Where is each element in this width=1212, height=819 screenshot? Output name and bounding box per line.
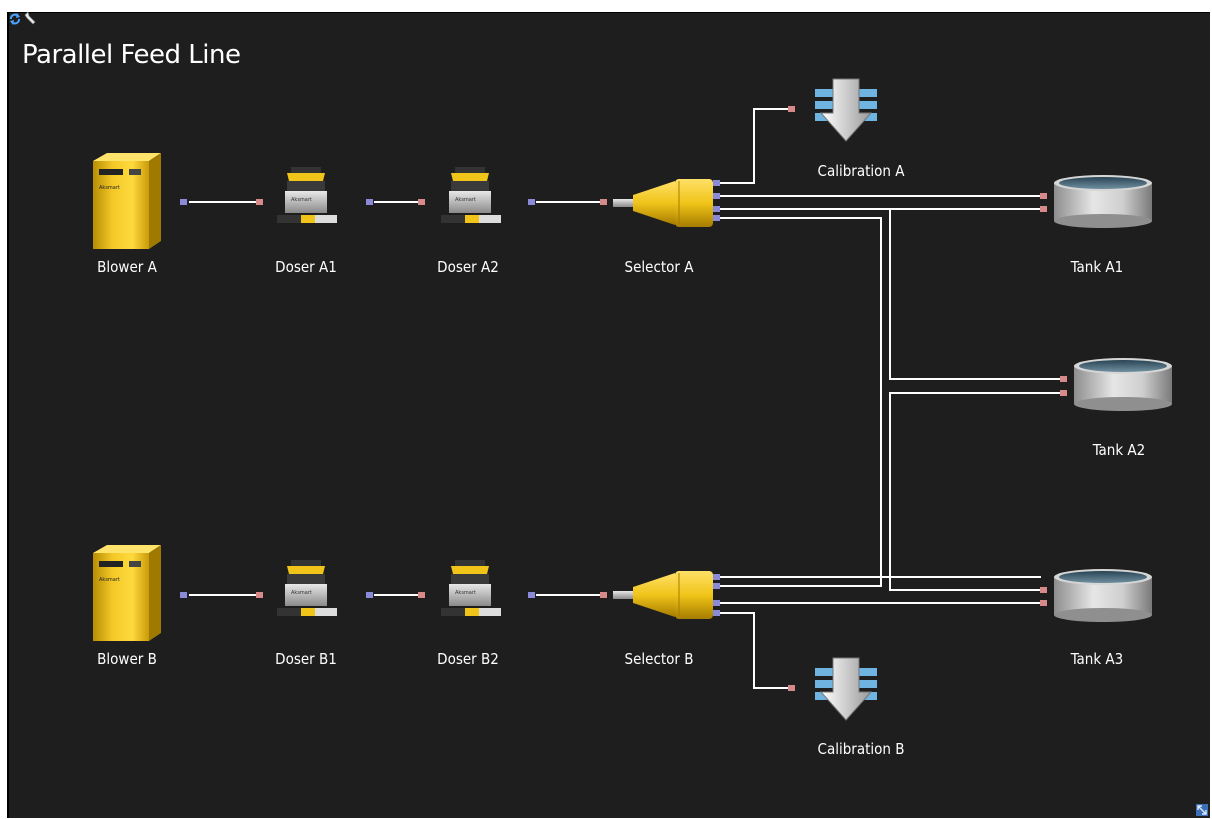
svg-text:Aksmart: Aksmart (291, 197, 312, 203)
port-out[interactable] (528, 592, 535, 598)
label-blower-b: Blower B (97, 650, 157, 668)
port-in[interactable] (1040, 600, 1047, 606)
port-in[interactable] (1060, 376, 1067, 382)
pipe-selector-a-tank-a3 (720, 217, 882, 587)
port-out[interactable] (180, 199, 187, 205)
label-calibration-a: Calibration A (817, 162, 905, 180)
port-out[interactable] (366, 199, 373, 205)
tank-a2[interactable] (1074, 358, 1172, 411)
pipe-selector-b-calibration-b (720, 612, 789, 689)
svg-text:Aksmart: Aksmart (455, 590, 476, 596)
blower-brand: Aksmart (99, 577, 120, 583)
ports (180, 106, 1067, 691)
blower-b[interactable]: Aksmart (93, 545, 161, 641)
doser-a2[interactable]: Aksmart (441, 167, 501, 223)
pipes (189, 108, 1061, 689)
svg-text:Aksmart: Aksmart (455, 197, 476, 203)
diagram-canvas: Aksmart Aksmart Aksmart Aksmart (7, 12, 1210, 818)
port-out[interactable] (366, 592, 373, 598)
port-out[interactable] (713, 600, 720, 606)
label-doser-b1: Doser B1 (275, 650, 337, 668)
label-selector-b: Selector B (624, 650, 694, 668)
label-tank-a2: Tank A2 (1092, 441, 1146, 459)
port-in[interactable] (600, 592, 607, 598)
port-in[interactable] (1040, 587, 1047, 593)
port-out[interactable] (713, 583, 720, 589)
blower-a[interactable]: Aksmart (93, 153, 161, 249)
label-tank-a3: Tank A3 (1070, 650, 1124, 668)
pipe-selector-a-calibration-a (720, 108, 789, 184)
label-doser-a2: Doser A2 (437, 258, 499, 276)
port-in[interactable] (1040, 193, 1047, 199)
label-tank-a1: Tank A1 (1070, 258, 1124, 276)
port-out[interactable] (713, 610, 720, 616)
port-in[interactable] (1060, 390, 1067, 396)
port-out[interactable] (713, 180, 720, 186)
pipe-tank-a2-tank-a3 (889, 392, 1061, 591)
calibration-a[interactable] (815, 78, 877, 142)
pipe-selector-a-tank-a2 (882, 208, 1061, 380)
port-in[interactable] (418, 592, 425, 598)
port-in[interactable] (788, 106, 795, 112)
port-out[interactable] (713, 574, 720, 580)
port-out[interactable] (713, 215, 720, 221)
label-selector-a: Selector A (624, 258, 694, 276)
selector-b[interactable] (613, 571, 713, 619)
svg-text:Aksmart: Aksmart (291, 590, 312, 596)
selector-a[interactable] (613, 179, 713, 227)
label-calibration-b: Calibration B (817, 740, 905, 758)
port-in[interactable] (788, 685, 795, 691)
tank-a3[interactable] (1054, 569, 1152, 622)
port-in[interactable] (256, 592, 263, 598)
port-in[interactable] (1040, 206, 1047, 212)
port-in[interactable] (418, 199, 425, 205)
tank-a1[interactable] (1054, 175, 1152, 228)
refresh-arrows-icon[interactable] (9, 13, 21, 25)
resize-icon[interactable] (1196, 804, 1208, 816)
doser-b2[interactable]: Aksmart (441, 560, 501, 616)
port-out[interactable] (713, 206, 720, 212)
doser-b1[interactable]: Aksmart (277, 560, 337, 616)
label-blower-a: Blower A (97, 258, 157, 276)
label-doser-a1: Doser A1 (275, 258, 337, 276)
label-doser-b2: Doser B2 (437, 650, 499, 668)
feed-line-diagram: Aksmart Aksmart Aksmart Aksmart (93, 78, 1172, 721)
port-out[interactable] (713, 193, 720, 199)
blower-brand: Aksmart (99, 185, 120, 191)
wrench-icon[interactable] (23, 12, 37, 26)
calibration-b[interactable] (815, 657, 877, 721)
port-in[interactable] (256, 199, 263, 205)
port-out[interactable] (180, 592, 187, 598)
port-in[interactable] (600, 199, 607, 205)
doser-a1[interactable]: Aksmart (277, 167, 337, 223)
port-out[interactable] (528, 199, 535, 205)
page-title: Parallel Feed Line (22, 40, 241, 70)
